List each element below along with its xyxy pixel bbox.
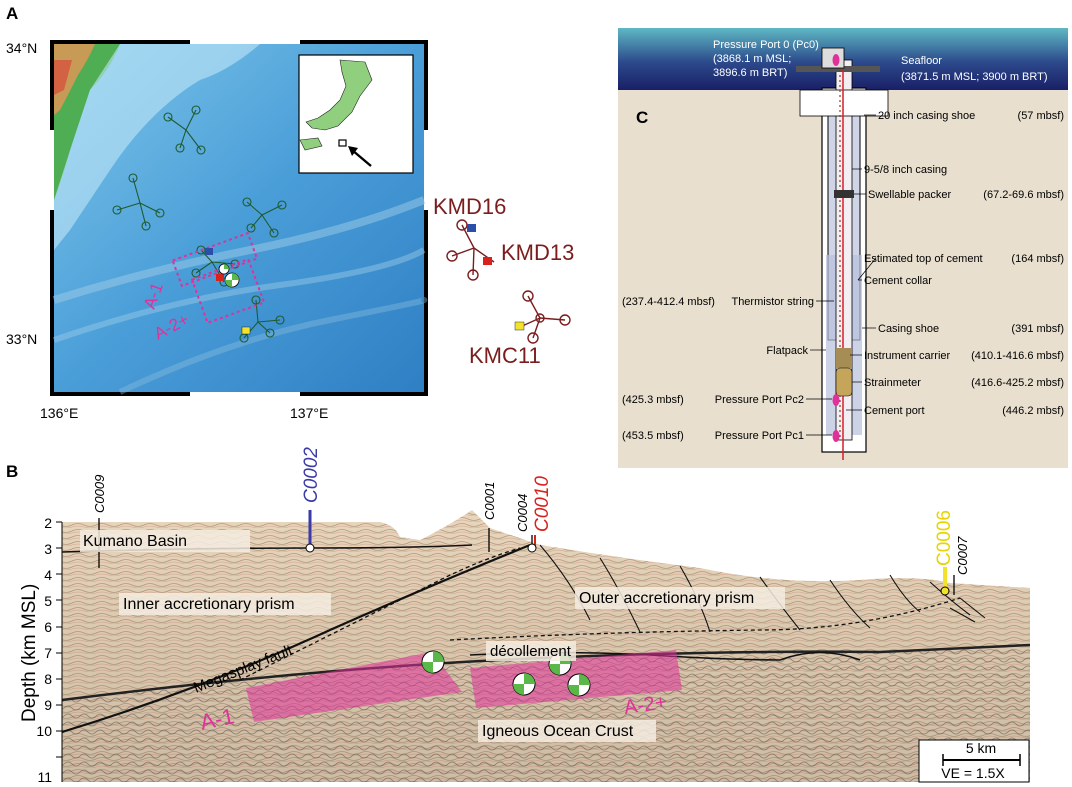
item-top-cement-depth: (164 mbsf) (1011, 253, 1064, 265)
station-label-kmc11: KMC11 (469, 343, 541, 368)
item-20inch: 20 inch casing shoe (878, 110, 975, 122)
label-outer: Outer accretionary prism (579, 590, 754, 607)
site-c0007: C0007 (955, 536, 970, 575)
scale-label: 5 km (966, 740, 996, 756)
pc0-line2: (3868.1 m MSL; (713, 53, 791, 65)
svg-text:5: 5 (44, 593, 52, 609)
lat-bottom-label: 33°N (6, 331, 37, 347)
item-instrument-carrier-depth: (410.1-416.6 mbsf) (971, 350, 1064, 362)
item-pc2: Pressure Port Pc2 (715, 394, 804, 406)
item-pc1-depth: (453.5 mbsf) (622, 430, 684, 442)
panel-b-label: B (6, 462, 18, 481)
panel-a-label: A (6, 4, 18, 23)
svg-text:8: 8 (44, 671, 52, 687)
site-c0001: C0001 (482, 482, 497, 520)
panel-c-label: C (636, 108, 648, 127)
svg-text:4: 4 (44, 567, 52, 583)
lon-left-label: 136°E (40, 405, 78, 421)
ve-label: VE = 1.5X (941, 765, 1005, 781)
panel-a-map (50, 40, 428, 396)
item-top-cement: Estimated top of cement (864, 253, 983, 265)
svg-text:2: 2 (44, 515, 52, 531)
kmc11-marker (514, 321, 525, 331)
item-cement-port-depth: (446.2 mbsf) (1002, 405, 1064, 417)
item-casing: 9-5/8 inch casing (864, 164, 947, 176)
svg-text:7: 7 (44, 645, 52, 661)
kmd16-marker (467, 224, 476, 232)
seafloor-line2: (3871.5 m MSL; 3900 m BRT) (901, 71, 1048, 83)
site-c0002: C0002 (301, 447, 322, 503)
item-pc2-depth: (425.3 mbsf) (622, 394, 684, 406)
pc0-line3: 3896.6 m BRT) (713, 67, 787, 79)
item-instrument-carrier: Instrument carrier (864, 350, 951, 362)
item-casing-shoe-depth: (391 mbsf) (1011, 323, 1064, 335)
label-kumano: Kumano Basin (83, 533, 187, 550)
site-c0006: C0006 (934, 510, 955, 566)
kmd13-marker (483, 257, 492, 265)
site-c0009: C0009 (92, 475, 107, 513)
item-packer-depth: (67.2-69.6 mbsf) (983, 189, 1064, 201)
lon-right-label: 137°E (290, 405, 328, 421)
item-strainmeter-depth: (416.6-425.2 mbsf) (971, 377, 1064, 389)
item-thermistor: Thermistor string (731, 296, 814, 308)
site-c0010: C0010 (532, 476, 553, 532)
site-c0004: C0004 (515, 494, 530, 532)
station-layouts (446, 219, 571, 344)
item-casing-shoe: Casing shoe (878, 323, 939, 335)
label-inner: Inner accretionary prism (123, 596, 295, 613)
item-flatpack: Flatpack (766, 345, 808, 357)
item-cement-port: Cement port (864, 405, 925, 417)
station-label-kmd13: KMD13 (501, 240, 574, 265)
seafloor-line1: Seafloor (901, 55, 942, 67)
panel-c-diagram (618, 28, 1068, 468)
panel-b-section (56, 510, 1031, 783)
b-ylabel: Depth (km MSL) (19, 584, 40, 722)
pc0-line1: Pressure Port 0 (Pc0) (713, 39, 819, 51)
svg-text:9: 9 (44, 697, 52, 713)
item-pc1: Pressure Port Pc1 (715, 430, 804, 442)
item-strainmeter: Strainmeter (864, 377, 921, 389)
svg-text:11: 11 (37, 769, 52, 785)
item-cement-collar: Cement collar (864, 275, 932, 287)
station-label-kmd16: KMD16 (433, 194, 506, 219)
item-thermistor-depth: (237.4-412.4 mbsf) (622, 296, 715, 308)
svg-text:6: 6 (44, 619, 52, 635)
panel-c-leaders (806, 114, 877, 436)
b-yticks: 2 3 4 5 6 7 8 9 10 11 (36, 515, 52, 785)
label-crust: Igneous Ocean Crust (482, 723, 634, 740)
item-packer: Swellable packer (868, 189, 951, 201)
label-decollement: décollement (490, 643, 572, 660)
item-20inch-depth: (57 mbsf) (1018, 110, 1064, 122)
svg-text:10: 10 (36, 723, 52, 739)
svg-text:3: 3 (44, 541, 52, 557)
lat-top-label: 34°N (6, 40, 37, 56)
